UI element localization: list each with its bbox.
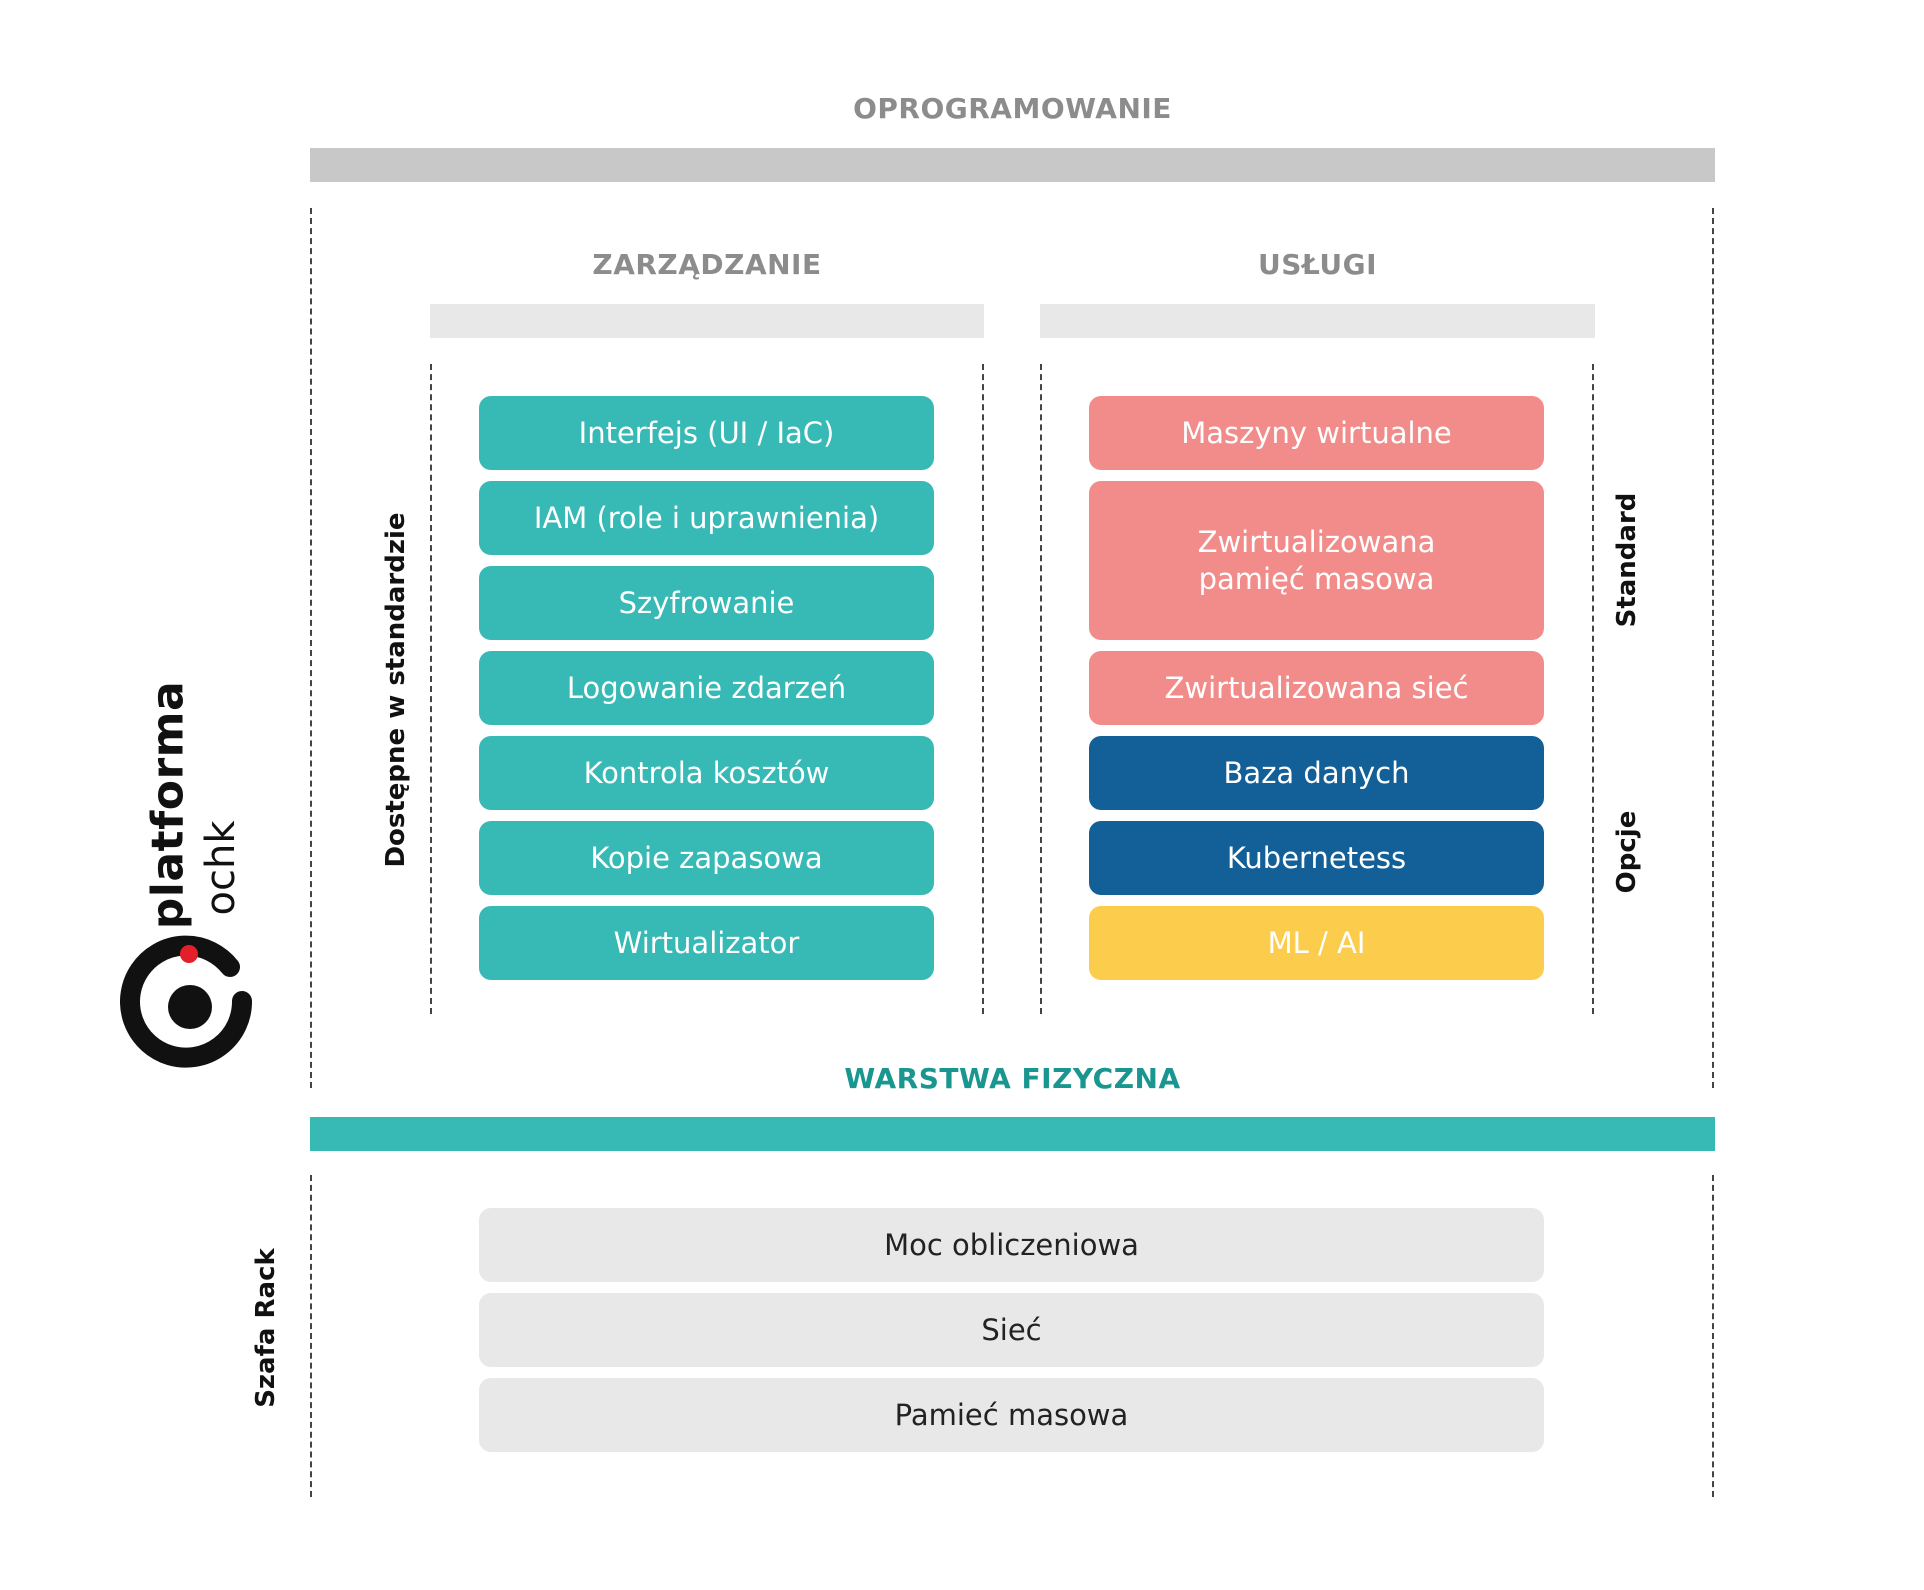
physical-bar [310, 1117, 1715, 1151]
physical-item-compute[interactable]: Moc obliczeniowa [479, 1208, 1544, 1282]
services-left-border [1040, 364, 1042, 1014]
services-bar [1040, 304, 1595, 338]
software-title: OPROGRAMOWANIE [853, 92, 1172, 125]
management-item[interactable]: Logowanie zdarzeń [479, 651, 934, 725]
management-item[interactable]: Szyfrowanie [479, 566, 934, 640]
service-item-database[interactable]: Baza danych [1089, 736, 1544, 810]
management-item[interactable]: IAM (role i uprawnienia) [479, 481, 934, 555]
logo-brand-light: ochk [198, 820, 244, 916]
services-right-border [1592, 364, 1594, 1014]
ochk-logo-icon [120, 935, 253, 1068]
management-left-border [430, 364, 432, 1014]
management-item[interactable]: Kontrola kosztów [479, 736, 934, 810]
service-item-ml-ai[interactable]: ML / AI [1089, 906, 1544, 980]
physical-side-label: Szafa Rack [251, 1248, 281, 1408]
services-title: USŁUGI [1257, 248, 1378, 281]
service-item-virtual-machines[interactable]: Maszyny wirtualne [1089, 396, 1544, 470]
management-item[interactable]: Wirtualizator [479, 906, 934, 980]
software-right-border [1712, 208, 1714, 1088]
software-bar [310, 148, 1715, 182]
physical-item-network[interactable]: Sieć [479, 1293, 1544, 1367]
services-options-label: Opcje [1612, 810, 1642, 894]
services-standard-label: Standard [1612, 492, 1642, 628]
service-item-virtual-storage[interactable]: Zwirtualizowana pamięć masowa [1089, 481, 1544, 640]
management-title: ZARZĄDZANIE [592, 248, 822, 281]
management-item[interactable]: Interfejs (UI / IaC) [479, 396, 934, 470]
service-item-virtual-network[interactable]: Zwirtualizowana sieć [1089, 651, 1544, 725]
physical-right-border [1712, 1175, 1714, 1497]
physical-title: WARSTWA FIZYCZNA [844, 1062, 1181, 1095]
management-right-border [982, 364, 984, 1014]
physical-item-storage[interactable]: Pamieć masowa [479, 1378, 1544, 1452]
management-side-label: Dostępne w standardzie [381, 512, 411, 868]
logo-brand-bold: platforma [142, 680, 194, 930]
management-bar [430, 304, 984, 338]
service-item-kubernetes[interactable]: Kubernetess [1089, 821, 1544, 895]
physical-left-border [310, 1175, 312, 1497]
management-item[interactable]: Kopie zapasowa [479, 821, 934, 895]
software-left-border [310, 208, 312, 1088]
